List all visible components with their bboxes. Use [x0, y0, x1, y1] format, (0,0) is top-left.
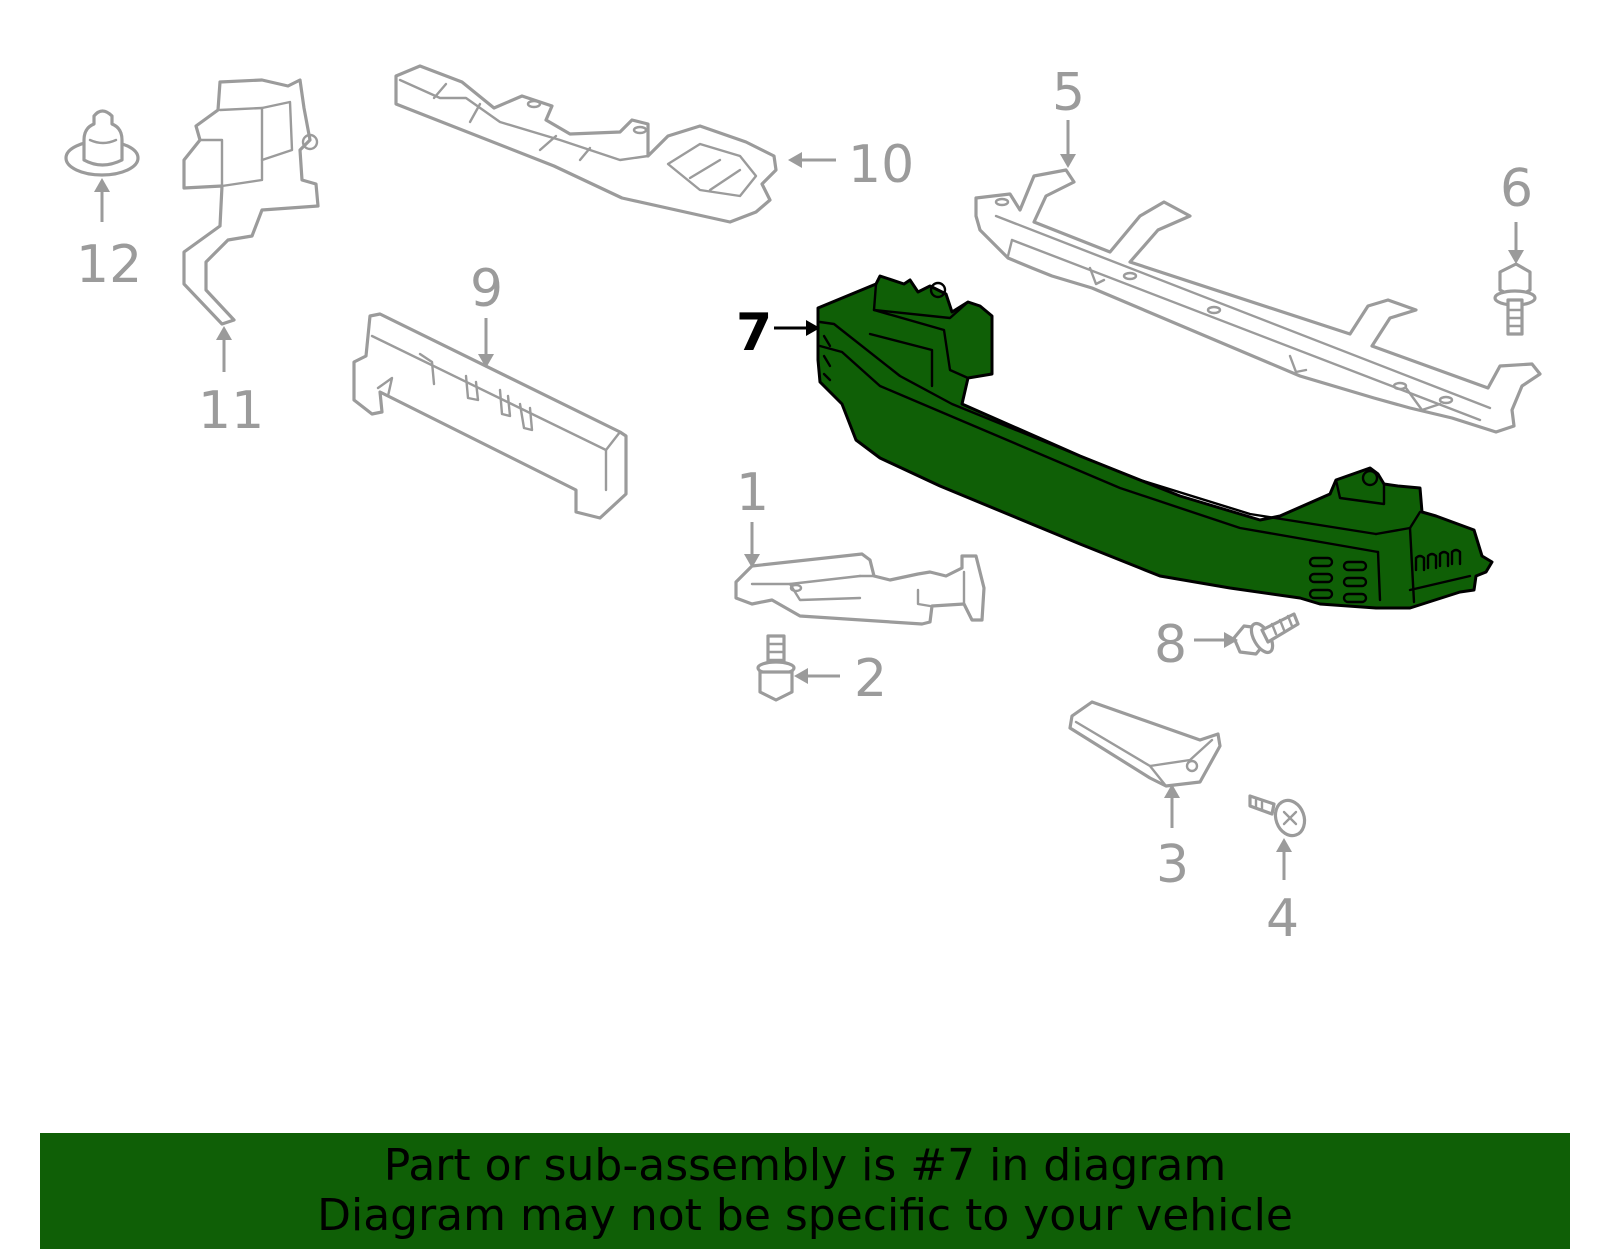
callout-10: 10	[848, 135, 914, 195]
part-10-upper-bracket	[394, 64, 778, 224]
part-5-reinforcement	[974, 168, 1542, 434]
callout-11-arrow	[216, 326, 232, 372]
callout-7-arrow	[774, 320, 820, 336]
callout-7: 7	[736, 303, 772, 363]
part-2-bolt	[756, 634, 796, 702]
callout-5-arrow	[1060, 120, 1076, 168]
callout-1-arrow	[744, 522, 760, 568]
callout-9: 9	[470, 259, 503, 319]
banner-line-part: Part or sub-assembly is #7 in diagram	[383, 1140, 1227, 1191]
part-3-stay	[1068, 700, 1222, 788]
part-1-lower-bracket	[734, 552, 986, 626]
callout-6-arrow	[1508, 222, 1524, 264]
callout-8: 8	[1154, 615, 1187, 675]
callout-5: 5	[1052, 63, 1085, 123]
callout-6: 6	[1500, 159, 1533, 219]
part-8-bolt	[1232, 612, 1300, 656]
callout-1: 1	[736, 463, 769, 523]
callout-2: 2	[854, 649, 887, 709]
part-12-clip	[64, 109, 140, 177]
callout-3: 3	[1156, 835, 1189, 895]
callout-4-arrow	[1276, 838, 1292, 880]
callout-9-arrow	[478, 318, 494, 368]
callout-10-arrow	[788, 152, 836, 168]
part-9-absorber	[352, 312, 628, 520]
callout-2-arrow	[794, 668, 840, 684]
banner-line-disclaimer: Diagram may not be specific to your vehi…	[317, 1190, 1293, 1241]
parts-diagram: 12 11 10	[64, 63, 1542, 949]
callout-12: 12	[76, 235, 142, 295]
info-banner: Part or sub-assembly is #7 in diagram Di…	[40, 1133, 1570, 1249]
part-11-bracket	[182, 78, 320, 326]
part-4-screw	[1248, 794, 1307, 838]
callout-8-arrow	[1194, 632, 1238, 648]
callout-11: 11	[198, 381, 264, 441]
callout-4: 4	[1266, 889, 1299, 949]
part-6-bolt	[1493, 262, 1537, 336]
callout-12-arrow	[94, 178, 110, 222]
callout-3-arrow	[1164, 784, 1180, 828]
part-7-bumper-reinforcement	[816, 274, 1494, 610]
